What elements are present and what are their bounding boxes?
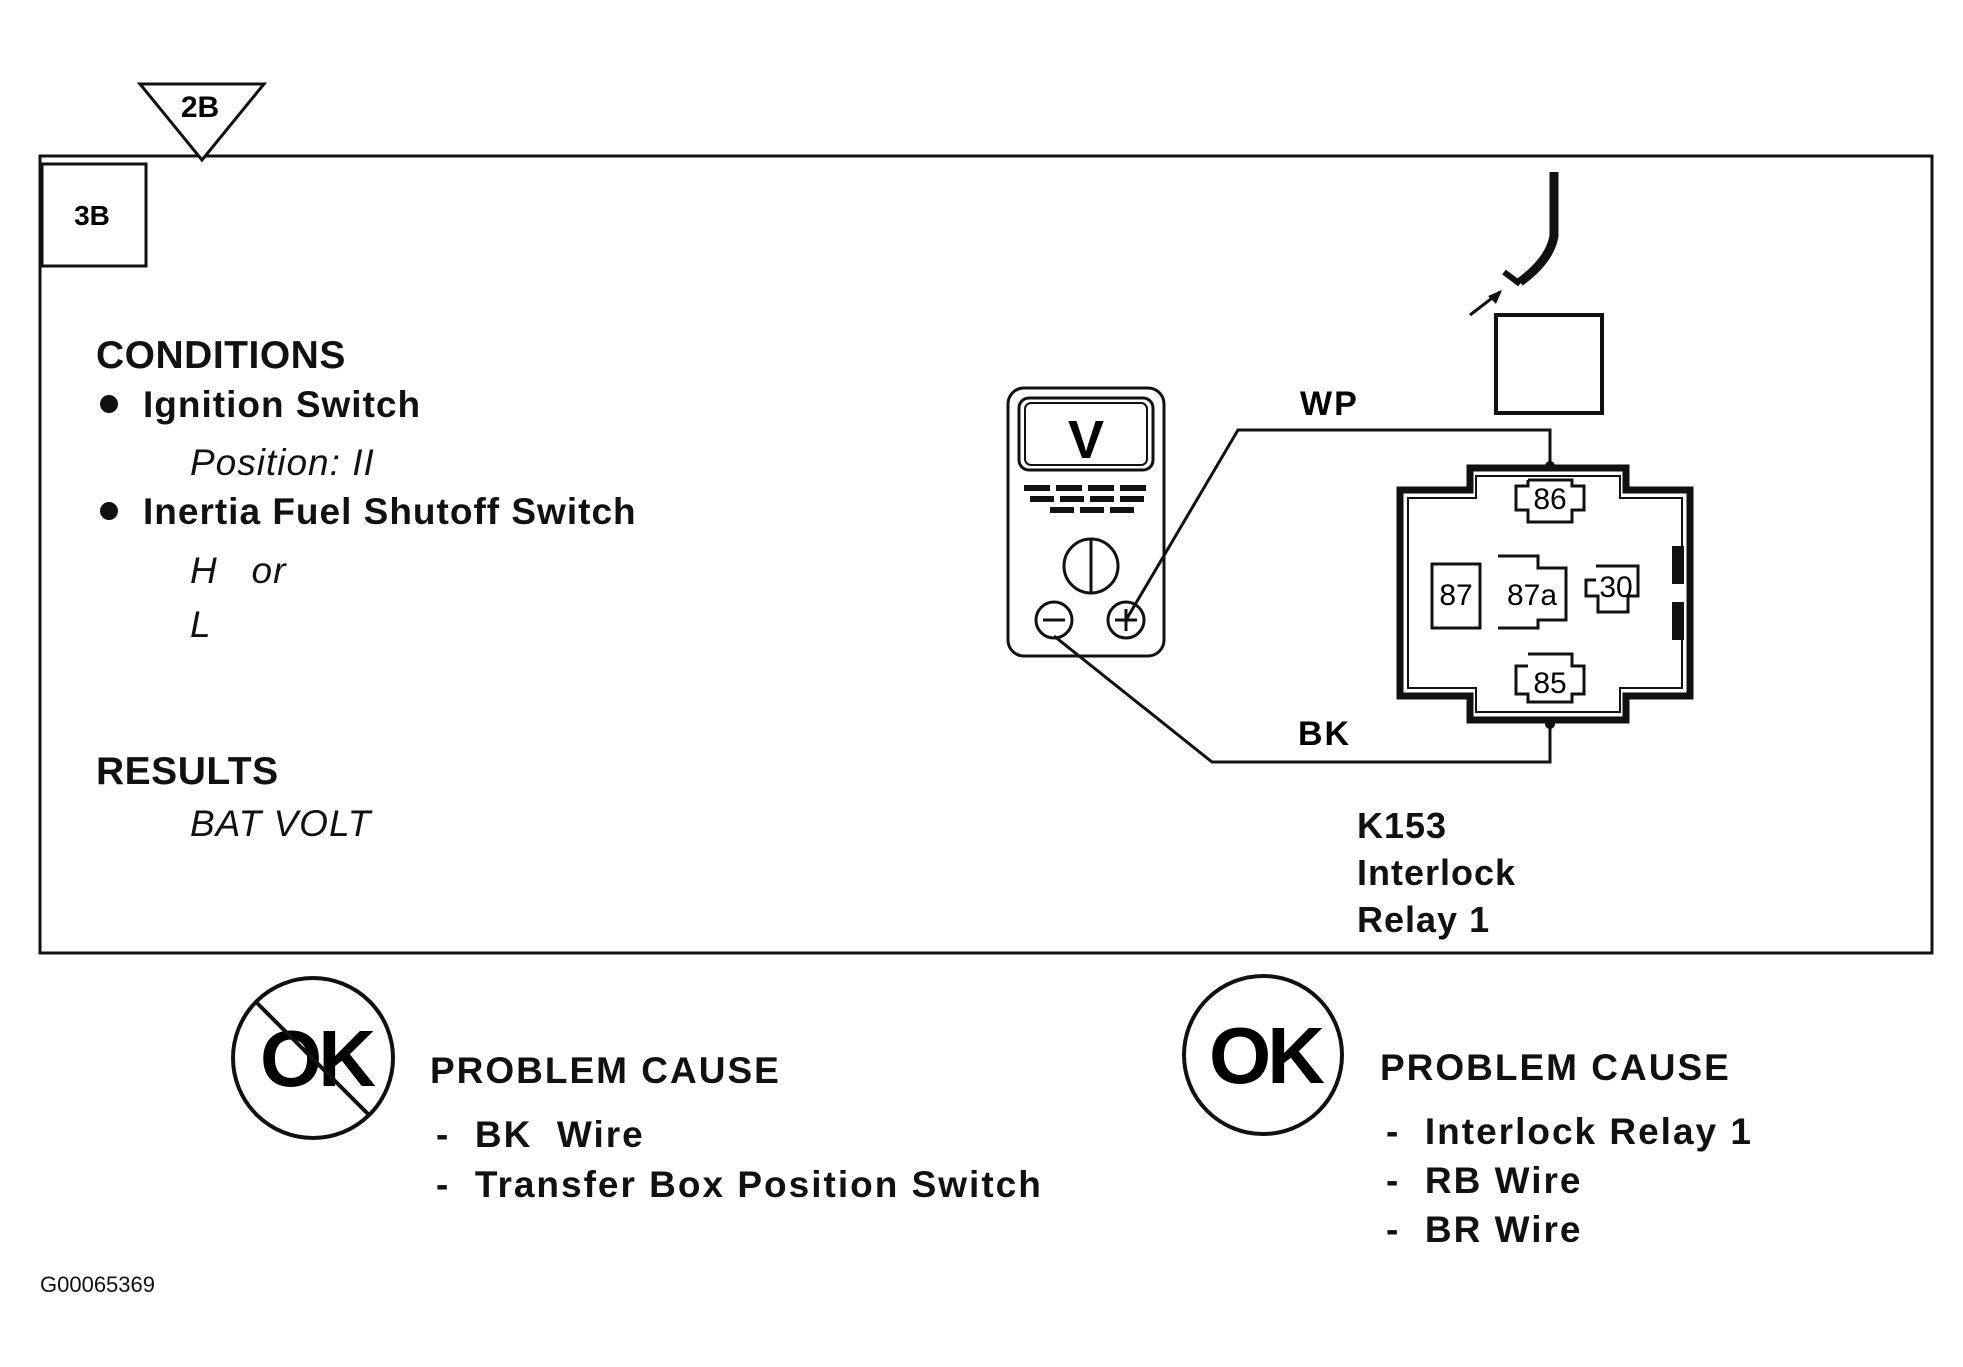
not-ok-problem-cause-heading: PROBLEM CAUSE (430, 1050, 781, 1091)
relay-label: K153 Interlock Relay 1 (1357, 802, 1516, 943)
list-dash: - (436, 1164, 475, 1205)
relay-pin-label: 30 (1599, 571, 1632, 604)
list-dash: - (1386, 1160, 1425, 1201)
ok-problem-cause-heading: PROBLEM CAUSE (1380, 1047, 1731, 1088)
relay-pin-label: 86 (1533, 483, 1566, 516)
not-ok-cause-item: - BK Wire (436, 1114, 645, 1155)
panel-frame (38, 154, 1934, 955)
relay-label-name: Interlock (1357, 852, 1517, 893)
probe-wires (1053, 428, 1552, 764)
voltmeter-keypad-marks (1024, 485, 1146, 513)
bk-wire-label: BK (1298, 715, 1351, 753)
bk-wire (1053, 634, 1552, 764)
voltmeter: V (1006, 386, 1166, 658)
ok-cause-item: - Interlock Relay 1 (1386, 1111, 1753, 1152)
step-box: 3B (40, 162, 148, 268)
condition-inertia-option-1: H or (190, 550, 287, 591)
results-value: BAT VOLT (190, 803, 372, 844)
not-ok-cause-item: - Transfer Box Position Switch (436, 1164, 1043, 1205)
relay-pin-30: 30 (1584, 564, 1640, 614)
voltmeter-dial (1062, 537, 1120, 595)
prev-step-label: 2B (181, 91, 219, 124)
not-ok-symbol: OK (231, 976, 395, 1140)
ok-symbol: OK (1182, 974, 1344, 1136)
list-dash: - (436, 1114, 475, 1155)
relay-pin-86: 86 (1514, 478, 1586, 524)
conditions-heading: CONDITIONS (96, 334, 346, 377)
voltmeter-body (1006, 386, 1166, 658)
prev-step-marker: 2B (136, 82, 268, 163)
relay-label-number: Relay 1 (1357, 899, 1491, 940)
ok-cause-item: - RB Wire (1386, 1160, 1583, 1201)
condition-ignition-position: Position: II (190, 442, 375, 483)
not-ok-symbol-text: OK (260, 1014, 376, 1103)
relay-pin-label: 85 (1533, 667, 1566, 700)
condition-inertia-switch: Inertia Fuel Shutoff Switch (143, 491, 637, 532)
relay-base: 86 87 87a 30 85 (1396, 464, 1694, 724)
condition-ignition-switch: Ignition Switch (143, 384, 422, 425)
bullet-icon (100, 502, 118, 520)
step-label: 3B (74, 200, 110, 231)
ok-cause-item: - BR Wire (1386, 1209, 1583, 1250)
figure-id: G00065369 (40, 1272, 155, 1297)
relay-pin-label: 87 (1439, 579, 1472, 612)
relay-pin-87: 87 (1430, 562, 1482, 630)
wp-wire (1124, 428, 1552, 621)
relay-label-id: K153 (1357, 805, 1448, 846)
bullet-icon (100, 395, 118, 413)
wp-wire-label: WP (1300, 385, 1359, 423)
relay-pin-label: 87a (1507, 579, 1557, 612)
negative-terminal-icon (1034, 600, 1074, 640)
connector-block (1494, 313, 1604, 415)
voltmeter-display (1017, 396, 1155, 472)
relay-pin-87a: 87a (1498, 554, 1568, 630)
results-heading: RESULTS (96, 750, 279, 793)
voltmeter-mode-label: V (1068, 410, 1104, 470)
ok-symbol-text: OK (1209, 1011, 1325, 1100)
list-dash: - (1386, 1111, 1425, 1152)
list-dash: - (1386, 1209, 1425, 1250)
condition-inertia-option-2: L (190, 604, 212, 645)
relay-pin-85: 85 (1514, 652, 1586, 704)
strike-through-icon (254, 1000, 372, 1118)
harness-connector (1469, 172, 1604, 415)
